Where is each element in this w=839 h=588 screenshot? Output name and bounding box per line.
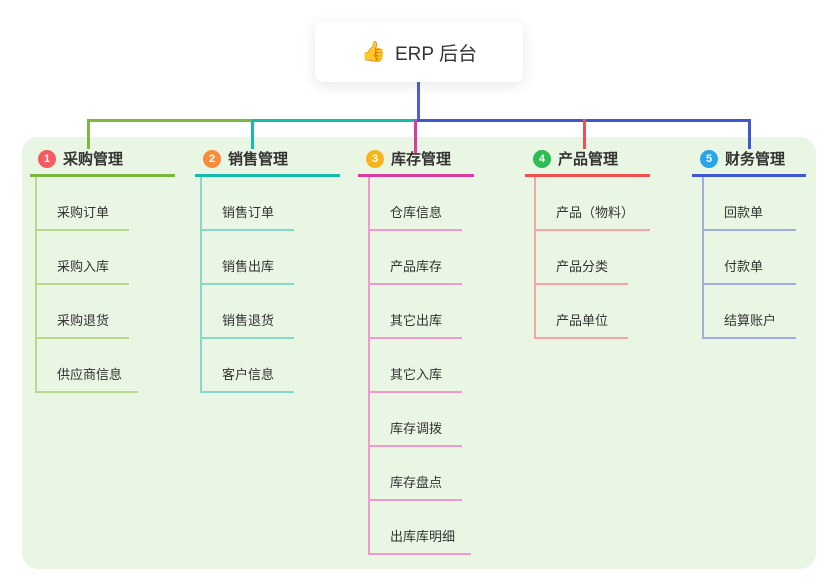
- branch-item[interactable]: 客户信息: [202, 339, 294, 393]
- branch-item[interactable]: 仓库信息: [370, 177, 462, 231]
- branch-items: 销售订单 销售出库 销售退货 客户信息: [200, 177, 294, 393]
- connector-bus-segment-1: [87, 119, 253, 122]
- branch-item[interactable]: 其它入库: [370, 339, 462, 393]
- branch-title-label: 采购管理: [63, 151, 124, 168]
- branch-title[interactable]: 3 库存管理: [358, 148, 474, 177]
- branch-item[interactable]: 回款单: [704, 177, 796, 231]
- branch-item[interactable]: 出库库明细: [370, 501, 472, 555]
- root-connector-line: [417, 80, 420, 122]
- branch-item[interactable]: 销售订单: [202, 177, 294, 231]
- branch-item[interactable]: 产品库存: [370, 231, 462, 285]
- branch-title-label: 销售管理: [228, 151, 289, 168]
- branch-procurement: 1 采购管理 采购订单 采购入库 采购退货 供应商信息: [30, 148, 175, 393]
- branch-title[interactable]: 4 产品管理: [525, 148, 651, 177]
- branch-items: 回款单 付款单 结算账户: [702, 177, 796, 339]
- branch-item[interactable]: 产品（物料）: [536, 177, 651, 231]
- branch-item[interactable]: 库存盘点: [370, 447, 462, 501]
- branch-items: 产品（物料） 产品分类 产品单位: [534, 177, 651, 339]
- branch-drop-line-3: [414, 119, 417, 153]
- canvas-panel: [22, 137, 816, 569]
- connector-bus-segment-2: [252, 119, 418, 122]
- branch-item[interactable]: 采购退货: [37, 285, 129, 339]
- thumbs-up-icon: 👍: [361, 41, 386, 63]
- branch-item[interactable]: 其它出库: [370, 285, 462, 339]
- branch-drop-line-2: [251, 119, 254, 149]
- branch-title-label: 库存管理: [391, 151, 452, 168]
- branch-item[interactable]: 采购入库: [37, 231, 129, 285]
- branch-title-label: 产品管理: [558, 151, 619, 168]
- branch-product: 4 产品管理 产品（物料） 产品分类 产品单位: [525, 148, 651, 339]
- branch-item[interactable]: 销售出库: [202, 231, 294, 285]
- branch-number-badge: 2: [203, 149, 221, 168]
- branch-number-badge: 1: [38, 149, 56, 168]
- branch-finance: 5 财务管理 回款单 付款单 结算账户: [692, 148, 806, 339]
- branch-title[interactable]: 1 采购管理: [30, 148, 175, 177]
- root-node-label: ERP 后台: [394, 43, 477, 65]
- branch-drop-line-1: [87, 119, 90, 149]
- branch-sales: 2 销售管理 销售订单 销售出库 销售退货 客户信息: [195, 148, 340, 393]
- branch-number-badge: 4: [533, 149, 551, 168]
- branch-title[interactable]: 5 财务管理: [692, 148, 806, 177]
- branch-item[interactable]: 付款单: [704, 231, 796, 285]
- branch-number-badge: 5: [700, 149, 718, 168]
- branch-items: 采购订单 采购入库 采购退货 供应商信息: [35, 177, 139, 393]
- branch-number-badge: 3: [366, 149, 384, 168]
- branch-item[interactable]: 销售退货: [202, 285, 294, 339]
- branch-item[interactable]: 结算账户: [704, 285, 796, 339]
- branch-title[interactable]: 2 销售管理: [195, 148, 340, 177]
- branch-item[interactable]: 产品分类: [536, 231, 628, 285]
- branch-inventory: 3 库存管理 仓库信息 产品库存 其它出库 其它入库 库存调拨 库存盘点 出库库…: [358, 148, 474, 555]
- root-node[interactable]: 👍 ERP 后台: [315, 22, 523, 82]
- branch-drop-line-4: [583, 119, 586, 149]
- branch-item[interactable]: 库存调拨: [370, 393, 462, 447]
- branch-item[interactable]: 采购订单: [37, 177, 129, 231]
- branch-drop-line-5: [748, 119, 751, 149]
- branch-item[interactable]: 供应商信息: [37, 339, 139, 393]
- branch-item[interactable]: 产品单位: [536, 285, 628, 339]
- branch-items: 仓库信息 产品库存 其它出库 其它入库 库存调拨 库存盘点 出库库明细: [368, 177, 472, 555]
- branch-title-label: 财务管理: [725, 151, 786, 168]
